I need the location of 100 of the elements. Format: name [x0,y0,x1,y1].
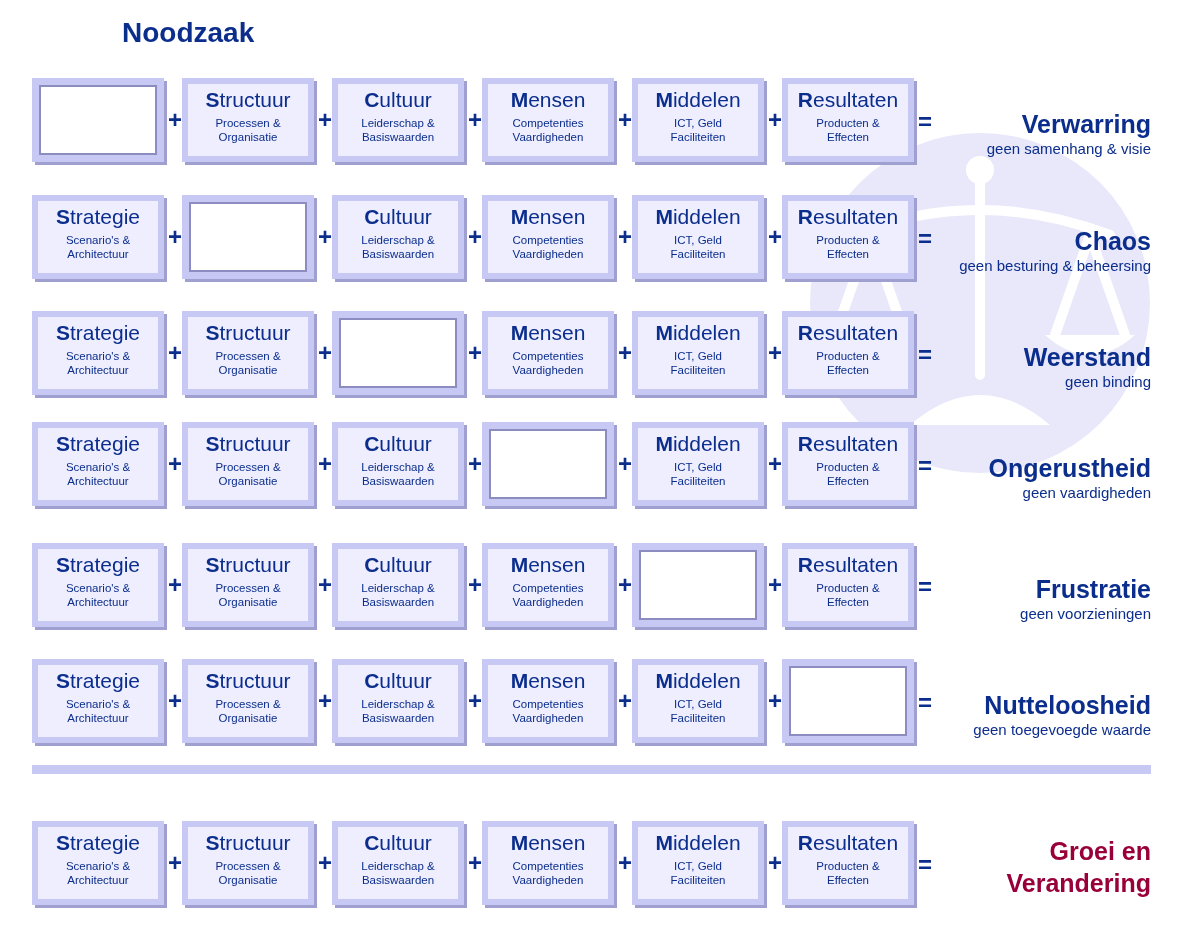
plus-sign: + [618,341,632,365]
plus-sign: + [768,108,782,132]
component-box [482,311,614,395]
component-box [482,195,614,279]
plus-sign: + [468,341,482,365]
box-description: Producten & Effecten [815,859,881,887]
component-box [332,78,464,162]
equals-sign: = [918,343,932,367]
result-heading: Nutteloosheid [984,690,1151,721]
box-description: ICT, Geld Faciliteiten [669,859,727,887]
box-heading: Resultaten [797,320,899,346]
box-description: Competenties Vaardigheden [511,697,585,725]
plus-sign: + [168,689,182,713]
result-heading: Ongerustheid [988,453,1151,484]
component-box [182,78,314,162]
component-box [782,78,914,162]
component-box [32,311,164,395]
empty-box [332,311,464,395]
box-description: Leiderschap & Basiswaarden [360,233,436,261]
empty-box [182,195,314,279]
plus-sign: + [768,851,782,875]
box-heading: Middelen [655,431,741,457]
component-box [182,821,314,905]
box-heading: Cultuur [364,668,432,694]
box-heading: Cultuur [364,204,432,230]
plus-sign: + [318,689,332,713]
plus-sign: + [618,452,632,476]
component-box [632,659,764,743]
component-box [482,659,614,743]
component-box [482,78,614,162]
box-heading: Structuur [205,87,291,113]
box-description: Scenario's & Architectuur [64,460,132,488]
box-heading: Resultaten [797,87,899,113]
plus-sign: + [768,452,782,476]
box-description: Leiderschap & Basiswaarden [360,697,436,725]
component-box [482,821,614,905]
result-description: geen besturing & beheersing [959,257,1151,275]
plus-sign: + [168,341,182,365]
plus-sign: + [168,452,182,476]
box-heading: Strategie [55,320,141,346]
plus-sign: + [768,689,782,713]
box-heading: Structuur [205,830,291,856]
box-heading: Resultaten [797,830,899,856]
box-description: Leiderschap & Basiswaarden [360,581,436,609]
plus-sign: + [168,108,182,132]
box-heading: Structuur [205,668,291,694]
box-description: Processen & Organisatie [214,581,282,609]
result-description: geen vaardigheden [1022,484,1151,502]
box-heading: Strategie [55,204,141,230]
plus-sign: + [468,108,482,132]
component-box [632,311,764,395]
plus-sign: + [618,851,632,875]
component-box [32,659,164,743]
equals-sign: = [918,227,932,251]
component-box [182,659,314,743]
box-description: Competenties Vaardigheden [511,859,585,887]
equals-sign: = [918,454,932,478]
component-box [632,422,764,506]
box-description: ICT, Geld Faciliteiten [669,460,727,488]
box-heading: Resultaten [797,204,899,230]
box-description: Scenario's & Architectuur [64,233,132,261]
box-heading: Strategie [55,552,141,578]
equals-sign: = [918,853,932,877]
empty-box [482,422,614,506]
plus-sign: + [768,225,782,249]
box-description: Leiderschap & Basiswaarden [360,116,436,144]
result-heading: Verwarring [1021,109,1151,140]
plus-sign: + [618,225,632,249]
component-box [332,659,464,743]
box-description: ICT, Geld Faciliteiten [669,349,727,377]
box-heading: Resultaten [797,431,899,457]
result-description: geen binding [1065,373,1151,391]
box-description: Processen & Organisatie [214,460,282,488]
result-heading: Frustratie [1035,574,1151,605]
box-heading: Middelen [655,320,741,346]
box-heading: Structuur [205,431,291,457]
plus-sign: + [468,573,482,597]
box-description: Producten & Effecten [815,233,881,261]
component-box [782,311,914,395]
box-heading: Cultuur [364,552,432,578]
equals-sign: = [918,575,932,599]
plus-sign: + [618,108,632,132]
plus-sign: + [768,341,782,365]
component-box [32,821,164,905]
plus-sign: + [318,452,332,476]
box-description: Processen & Organisatie [214,349,282,377]
title: Noodzaak [122,16,255,50]
empty-box [782,659,914,743]
box-description: Producten & Effecten [815,581,881,609]
result-heading: Chaos [1074,226,1151,257]
component-box [332,422,464,506]
box-description: Leiderschap & Basiswaarden [360,859,436,887]
box-description: Scenario's & Architectuur [64,581,132,609]
component-box [632,821,764,905]
box-heading: Structuur [205,552,291,578]
plus-sign: + [168,225,182,249]
component-box [182,543,314,627]
box-heading: Cultuur [364,87,432,113]
box-description: Scenario's & Architectuur [64,697,132,725]
plus-sign: + [768,573,782,597]
